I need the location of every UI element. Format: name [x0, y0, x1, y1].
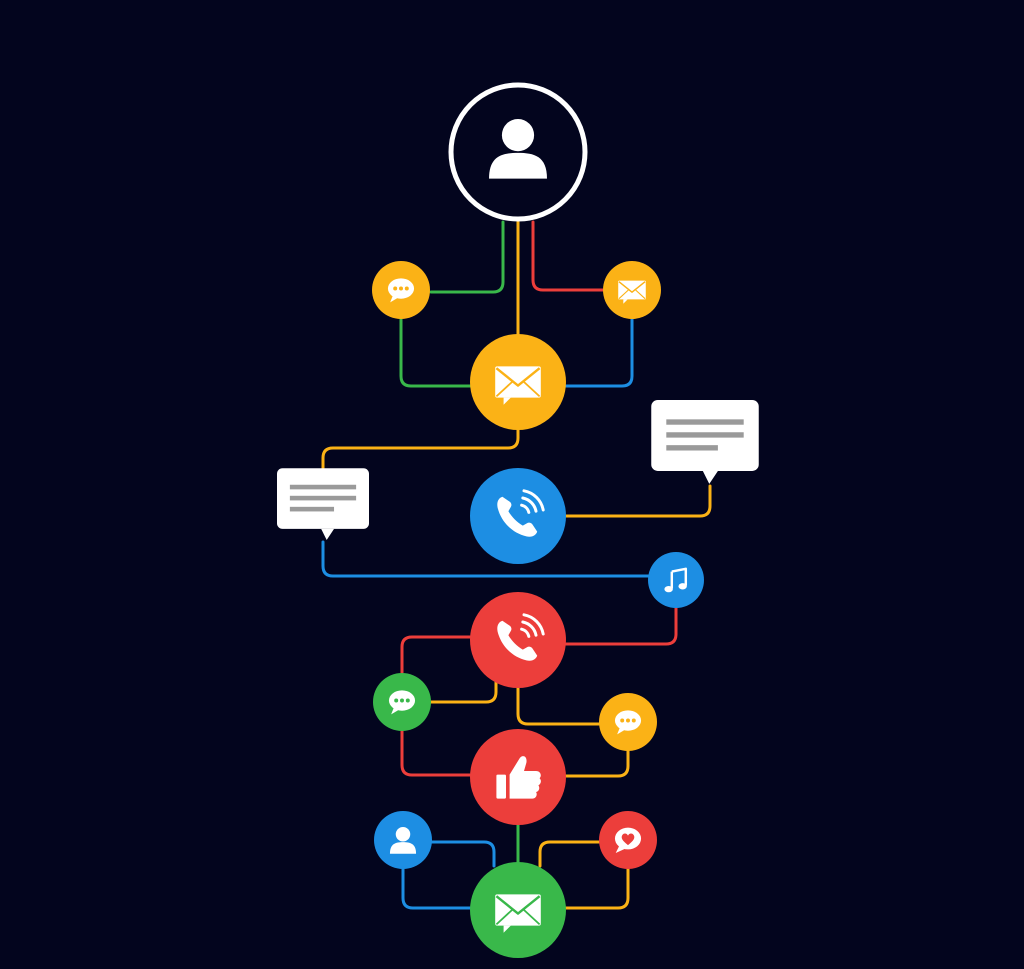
link-phone-blue-to-message-card-right: [564, 484, 712, 518]
node-chat-green[interactable]: [373, 673, 431, 731]
link-phone-red-to-chat-green: [400, 635, 472, 675]
connector-lines: [321, 220, 712, 910]
link-phone-red-to-chat-green: [429, 680, 498, 704]
link-heart-chat-to-mail-bottom: [564, 867, 630, 910]
node-mail-hub[interactable]: [470, 334, 566, 430]
link-mail-hub-to-message-card-left: [321, 428, 520, 470]
link-chat-yellow-to-like: [564, 749, 630, 778]
profile-ring: [448, 82, 588, 222]
node-mail-bottom[interactable]: [470, 862, 566, 958]
node-heart-chat[interactable]: [599, 811, 657, 869]
node-user-profile[interactable]: [448, 82, 588, 222]
link-chat-top-left-to-mail-hub: [399, 317, 472, 388]
link-mail-top-right-to-mail-hub: [564, 317, 634, 388]
node-circle: [470, 468, 566, 564]
message-bubble-icon: [651, 400, 759, 484]
node-music[interactable]: [648, 552, 704, 608]
node-phone-red[interactable]: [470, 592, 566, 688]
message-bubble-icon: [277, 468, 369, 540]
link-user-small-to-mail-bottom: [401, 867, 472, 910]
node-chat-top-left[interactable]: [372, 261, 430, 319]
link-message-card-left-to-music: [321, 540, 650, 578]
node-mail-top-right[interactable]: [603, 261, 661, 319]
node-circle: [648, 552, 704, 608]
node-message-card-right[interactable]: [651, 400, 759, 484]
node-message-card-left[interactable]: [277, 468, 369, 540]
link-user-profile-to-mail-top-right: [531, 220, 605, 292]
node-like[interactable]: [470, 729, 566, 825]
node-circle: [470, 592, 566, 688]
link-phone-red-to-chat-yellow: [516, 686, 601, 726]
node-chat-yellow[interactable]: [599, 693, 657, 751]
link-user-small-to-mail-bottom: [430, 840, 496, 868]
link-like-to-heart-chat: [538, 840, 601, 868]
link-user-profile-to-chat-top-left: [429, 220, 505, 294]
node-phone-blue[interactable]: [470, 468, 566, 564]
link-chat-green-to-like: [400, 729, 472, 777]
icon-nodes: [277, 82, 759, 958]
link-music-to-phone-red: [564, 606, 678, 646]
node-user-small[interactable]: [374, 811, 432, 869]
